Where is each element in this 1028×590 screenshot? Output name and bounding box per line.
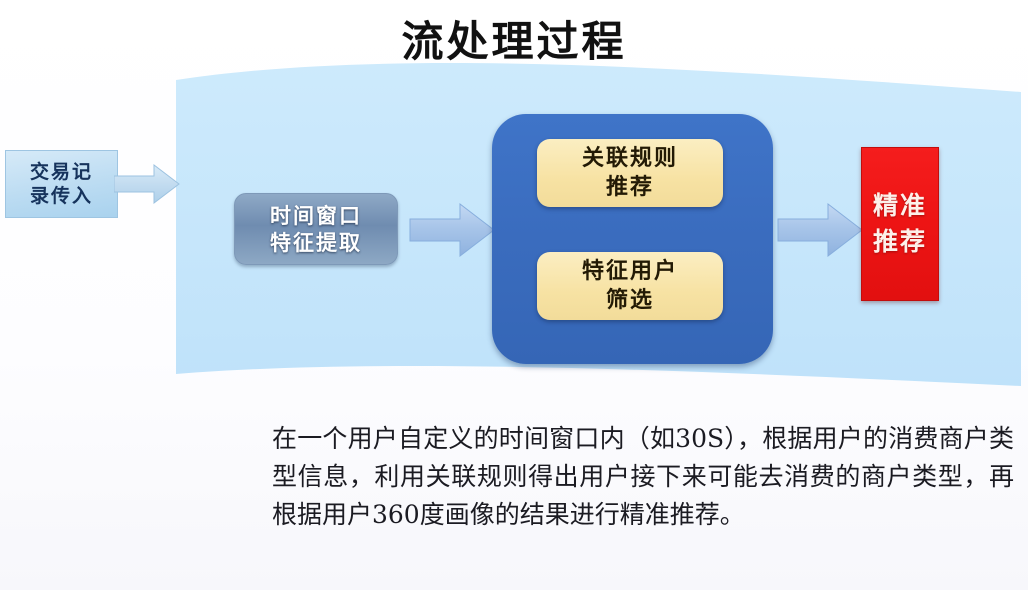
- arrow-engine-to-result-icon: [777, 202, 863, 258]
- input-label-line1: 交易记: [29, 160, 93, 183]
- input-block[interactable]: 交易记 录传入: [2, 142, 180, 226]
- time-window-line2: 特征提取: [270, 230, 362, 255]
- result-line2: 推荐: [872, 227, 927, 256]
- input-label-line2: 录传入: [29, 185, 93, 207]
- time-window-feature-extraction-node[interactable]: 时间窗口 特征提取: [234, 193, 398, 265]
- arrow-extraction-to-engine-icon: [409, 202, 495, 258]
- association-rule-line2: 推荐: [605, 174, 654, 200]
- input-arrow-icon: [114, 164, 180, 204]
- caption-paragraph: 在一个用户自定义的时间窗口内（如30S），根据用户的消费商户类型信息，利用关联规…: [272, 424, 1014, 529]
- input-label-box: 交易记 录传入: [5, 150, 118, 218]
- feature-user-filter-node[interactable]: 特征用户 筛选: [537, 252, 723, 320]
- result-line1: 精准: [872, 190, 927, 220]
- time-window-line1: 时间窗口: [270, 202, 362, 228]
- precise-recommendation-result-node[interactable]: 精准 推荐: [861, 147, 939, 301]
- feature-user-line1: 特征用户: [581, 258, 678, 285]
- feature-user-line2: 筛选: [605, 287, 654, 313]
- page-title: 流处理过程: [401, 17, 627, 66]
- association-rule-line1: 关联规则: [581, 145, 678, 172]
- association-rule-recommendation-node[interactable]: 关联规则 推荐: [537, 139, 723, 207]
